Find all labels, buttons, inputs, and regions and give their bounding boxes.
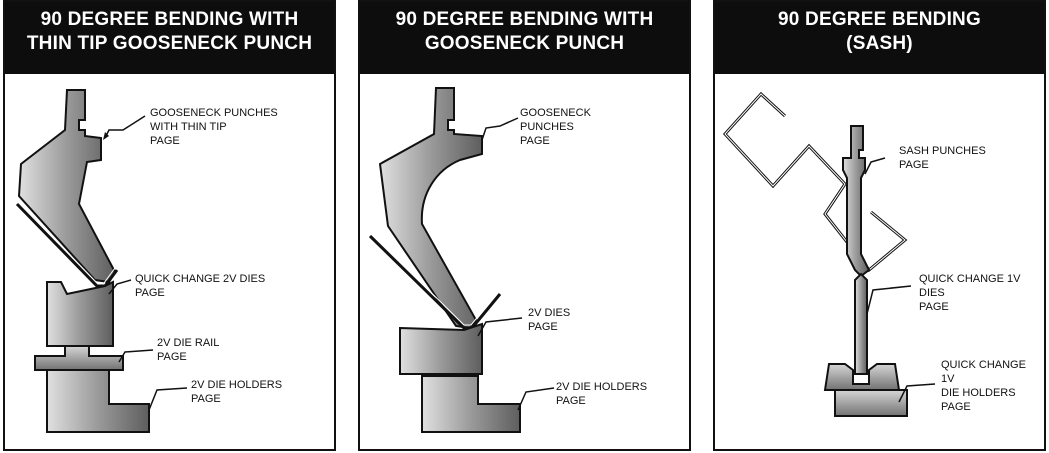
leader-rail: [118, 349, 154, 363]
panel-sash: 90 DEGREE BENDING (SASH) SASH PUNCHES PA…: [713, 0, 1046, 451]
panel-gooseneck: 90 DEGREE BENDING WITH GOOSENECK PUNCH G…: [358, 0, 691, 451]
label-dies: QUICK CHANGE 1V DIES PAGE: [919, 273, 1021, 313]
leader-holders: [148, 387, 188, 411]
panel-title-line1: 90 DEGREE BENDING WITH: [395, 9, 654, 30]
label-punch: GOOSENECK PUNCHES WITH THIN TIP PAGE: [150, 107, 278, 147]
leader-punch: [481, 117, 519, 141]
2v-die-holder: [421, 375, 521, 433]
gooseneck-punch-thin-tip: [17, 89, 117, 284]
panel-title-line1: 90 DEGREE BENDING WITH: [40, 9, 299, 30]
panel-thin-tip-gooseneck: 90 DEGREE BENDING WITH THIN TIP GOOSENEC…: [3, 0, 336, 451]
leader-holders: [517, 387, 555, 411]
2v-die-rail: [34, 345, 124, 371]
1v-die-holder-base: [834, 389, 908, 417]
panel-title-line1: 90 DEGREE BENDING: [778, 9, 981, 30]
panel-header: 90 DEGREE BENDING WITH THIN TIP GOOSENEC…: [5, 2, 334, 74]
gooseneck-diagram: [368, 87, 555, 433]
label-punch: SASH PUNCHES PAGE: [899, 145, 986, 171]
sash-punch: [842, 125, 871, 278]
leader-punch: [104, 115, 146, 139]
1v-die: [854, 272, 868, 375]
leader-dies: [477, 317, 523, 337]
label-holders: QUICK CHANGE 1V DIE HOLDERS PAGE: [941, 359, 1026, 413]
panel-title-line2: THIN TIP GOOSENECK PUNCH: [26, 33, 313, 54]
panel-header: 90 DEGREE BENDING (SASH): [715, 2, 1044, 74]
leader-dies: [866, 285, 912, 315]
2v-die: [399, 322, 483, 375]
sash-diagram: [722, 91, 936, 417]
panel-title-line2: GOOSENECK PUNCH: [424, 33, 625, 54]
label-dies: 2V DIES PAGE: [528, 307, 571, 333]
leader-holders: [898, 383, 936, 403]
1v-die-holder: [823, 363, 901, 391]
leader-punch: [864, 157, 886, 175]
panel-title-line2: (SASH): [846, 33, 913, 54]
label-punch: GOOSENECK PUNCHES PAGE: [520, 107, 591, 147]
label-holders: 2V DIE HOLDERS PAGE: [191, 379, 283, 405]
thin-tip-gooseneck-diagram: [15, 89, 188, 433]
2v-die-holder: [46, 369, 150, 433]
sash-sheet-metal: [722, 91, 908, 273]
label-dies: QUICK CHANGE 2V DIES PAGE: [135, 273, 266, 299]
label-holders: 2V DIE HOLDERS PAGE: [556, 381, 648, 407]
label-rail: 2V DIE RAIL PAGE: [157, 337, 220, 363]
panel-header: 90 DEGREE BENDING WITH GOOSENECK PUNCH: [360, 2, 689, 74]
quick-change-2v-die: [46, 280, 114, 347]
leader-dies: [108, 279, 132, 295]
